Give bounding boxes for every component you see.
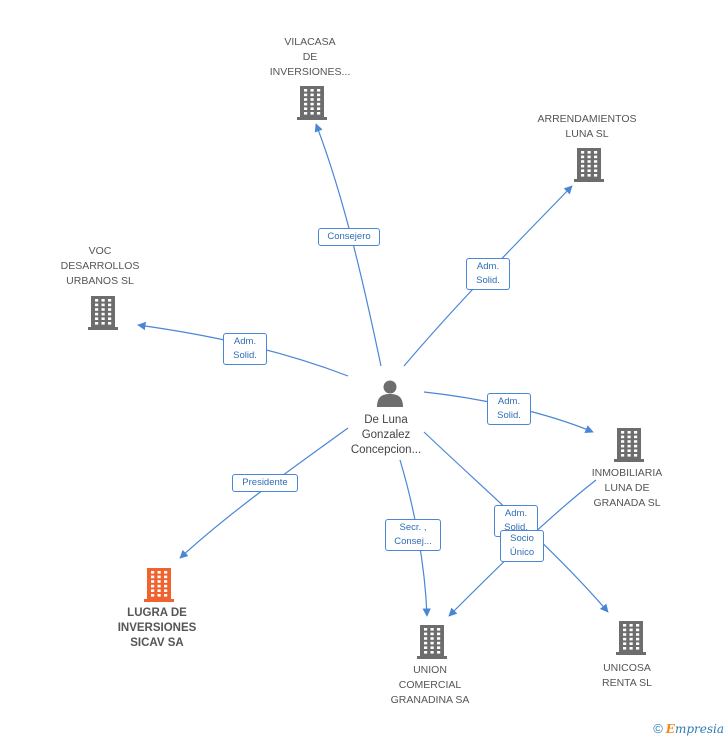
building-icon-arrendamientos[interactable]: [574, 148, 604, 182]
edge-label-socio-unico: Socio Único: [500, 530, 544, 562]
building-icon-voc[interactable]: [88, 296, 118, 330]
building-icon-unicosa[interactable]: [616, 621, 646, 655]
person-icon: [377, 380, 403, 407]
empresia-footer[interactable]: ©Empresia: [653, 721, 724, 736]
building-icon-lugra[interactable]: [144, 568, 174, 602]
building-icon-vilacasa[interactable]: [297, 86, 327, 120]
copyright-symbol: ©: [653, 721, 663, 736]
node-label-voc[interactable]: VOC DESARROLLOS URBANOS SL: [60, 245, 140, 287]
brand-name: mpresia: [674, 722, 724, 736]
building-icon-union[interactable]: [417, 625, 447, 659]
center-person-label[interactable]: De Luna Gonzalez Concepcion...: [350, 414, 422, 456]
node-label-unicosa[interactable]: UNICOSA RENTA SL: [602, 662, 652, 689]
edge-label-adm-inmobiliaria: Adm. Solid.: [487, 393, 531, 425]
node-label-lugra[interactable]: LUGRA DE INVERSIONES SICAV SA: [117, 607, 197, 649]
edge-label-adm-voc: Adm. Solid.: [223, 333, 267, 365]
node-label-vilacasa[interactable]: VILACASA DE INVERSIONES...: [269, 36, 351, 78]
node-label-arrendamientos[interactable]: ARRENDAMIENTOS LUNA SL: [537, 113, 637, 140]
edge-label-adm-arrendamientos: Adm. Solid.: [466, 258, 510, 290]
edge-label-consejero: Consejero: [318, 228, 380, 246]
edge-label-secr-consej: Secr. , Consej...: [385, 519, 441, 551]
node-label-union[interactable]: UNION COMERCIAL GRANADINA SA: [390, 664, 470, 706]
edge-label-presidente: Presidente: [232, 474, 298, 492]
node-label-inmobiliaria[interactable]: INMOBILIARIA LUNA DE GRANADA SL: [591, 467, 663, 509]
building-icon-inmobiliaria[interactable]: [614, 428, 644, 462]
brand-initial: E: [665, 722, 675, 736]
